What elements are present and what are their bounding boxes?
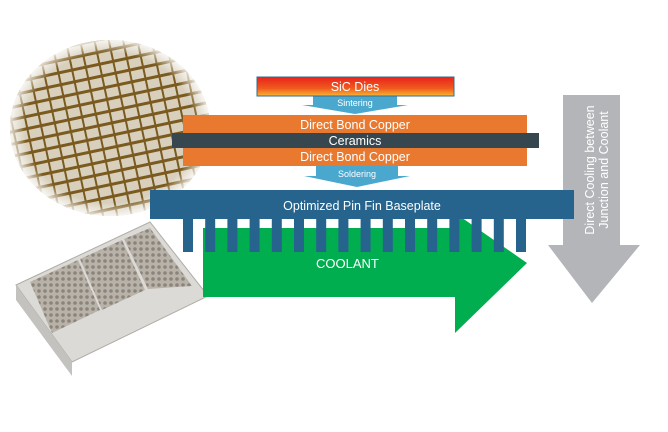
pin-fin <box>205 218 216 252</box>
pin-fin <box>360 218 371 252</box>
baseplate-label: Optimized Pin Fin Baseplate <box>283 199 441 213</box>
pin-fin <box>294 218 304 252</box>
coolant-arrow: COOLANT <box>203 213 527 333</box>
sic-dies-layer: SiC Dies <box>256 76 455 97</box>
soldering-label: Soldering <box>338 169 376 179</box>
pin-fin <box>516 218 526 252</box>
pin-fin <box>249 218 260 252</box>
sintering-arrow: Sintering <box>302 96 408 114</box>
pin-fin <box>427 218 438 252</box>
pin-fin <box>382 218 393 252</box>
direct-cooling-label: Direct Cooling betweenJunction and Coola… <box>583 105 611 234</box>
pin-fin <box>493 218 504 252</box>
ceramics-label: Ceramics <box>329 134 382 148</box>
dbc-bottom-layer <box>183 147 527 166</box>
coolant-label: COOLANT <box>316 256 379 271</box>
pin-fin <box>449 218 460 252</box>
sintering-label: Sintering <box>337 98 373 108</box>
dbc-bottom-label: Direct Bond Copper <box>300 150 410 164</box>
pin-fins <box>183 218 526 252</box>
soldering-arrow: Soldering <box>304 166 410 187</box>
sic-dies-label: SiC Dies <box>331 80 380 94</box>
pin-fin <box>183 218 193 252</box>
pin-fin <box>338 218 349 252</box>
direct-cooling-arrow: Direct Cooling betweenJunction and Coola… <box>548 95 640 303</box>
power-module-photo <box>15 221 209 376</box>
pin-fin <box>405 218 415 252</box>
sic-wafer-photo <box>10 40 210 216</box>
pin-fin <box>471 218 482 252</box>
pin-fin <box>227 218 238 252</box>
dbc-top-layer <box>183 115 527 134</box>
pin-fin <box>271 218 282 252</box>
dbc-top-label: Direct Bond Copper <box>300 118 410 132</box>
pin-fin-baseplate: Optimized Pin Fin Baseplate <box>150 190 574 252</box>
dbc-stack: Direct Bond Copper Ceramics Direct Bond … <box>172 115 539 166</box>
pin-fin <box>316 218 327 252</box>
ceramics-layer <box>172 133 539 148</box>
